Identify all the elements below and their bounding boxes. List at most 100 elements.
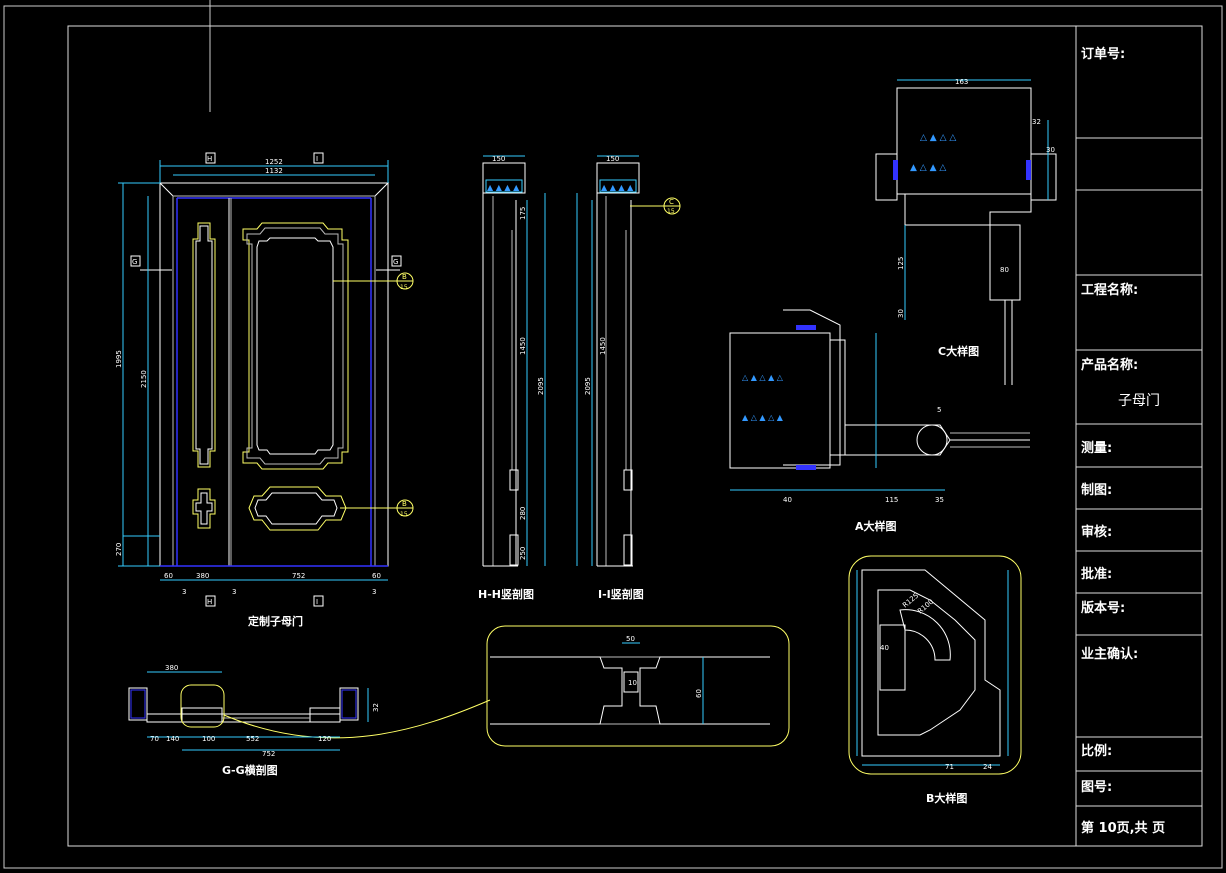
dim-b-40: 40 — [880, 644, 889, 652]
svg-text:▲ △ ▲ △: ▲ △ ▲ △ — [910, 163, 946, 173]
callout-c-sheet: 15 — [667, 208, 675, 215]
svg-text:△ ▲ △ ▲ △: △ ▲ △ ▲ △ — [742, 373, 784, 382]
review-label: 审核: — [1081, 524, 1112, 540]
dim-sec-g-top: 380 — [165, 664, 178, 672]
callout-b2-marker: B — [402, 500, 407, 508]
dim-sec-g-c: 100 — [202, 735, 215, 743]
dim-sec-h-mid: 1450 — [519, 337, 527, 355]
dim-sec-g-h: 32 — [372, 703, 380, 712]
dim-sec-g-a: 70 — [150, 735, 159, 743]
right-leaf-main-panel — [242, 222, 349, 470]
callout-b-marker: B — [402, 273, 407, 281]
version-label: 版本号: — [1081, 600, 1125, 616]
dim-door-gap-2: 3 — [232, 588, 236, 596]
drawing-by-label: 制图: — [1081, 482, 1112, 498]
dim-door-gap-3: 3 — [372, 588, 376, 596]
svg-text:H: H — [207, 155, 212, 163]
outer-frame — [3, 5, 1223, 869]
dim-sec-i-top: 150 — [606, 155, 619, 163]
right-leaf-lower-panel — [248, 486, 347, 531]
left-leaf-small-panel — [192, 488, 216, 529]
section-mark-i-top — [313, 152, 324, 164]
dim-zoom-b: 50 — [626, 635, 635, 643]
svg-text:I: I — [316, 155, 318, 163]
callout-b-sheet: 15 — [400, 284, 408, 291]
dim-door-inner-height: 1995 — [115, 350, 123, 368]
section-h-caption: H-H竖剖图 — [478, 587, 534, 601]
section-mark-g-right — [391, 255, 402, 267]
section-i-caption: I-I竖剖图 — [598, 587, 644, 601]
dim-zoom-a: 10 — [628, 679, 637, 687]
section-mark-h-bottom — [205, 595, 216, 607]
section-i-view: ▲ ▲ ▲ ▲ 150 1450 2095 C 15 I-I竖剖图 — [576, 155, 681, 601]
dim-b-r1: R125 — [901, 592, 920, 610]
scale-label: 比例: — [1081, 743, 1112, 759]
dim-sec-i-total: 2095 — [584, 377, 592, 395]
dim-sec-g-d: 120 — [318, 735, 331, 743]
section-g-view: 380 70 140 100 552 120 752 32 G-G横剖图 — [128, 664, 491, 777]
dim-c-width: 163 — [955, 78, 968, 86]
dim-c-h1: 32 — [1032, 118, 1041, 126]
dim-sec-g-mid: 552 — [246, 735, 259, 743]
approve-label: 批准: — [1081, 566, 1112, 582]
dim-door-left-leaf: 380 — [196, 572, 209, 580]
detail-a-caption: A大样图 — [855, 519, 897, 533]
dim-sec-i-mid: 1450 — [599, 337, 607, 355]
dim-c-h5: 30 — [897, 309, 905, 318]
door-elevation-caption: 定制子母门 — [248, 614, 303, 628]
left-leaf-panel — [192, 222, 216, 468]
dim-door-total-height: 2150 — [140, 370, 148, 388]
svg-text:G: G — [132, 258, 137, 266]
drawing-no-label: 图号: — [1081, 780, 1112, 795]
product-name-value: 子母门 — [1118, 393, 1160, 409]
page-number-label: 第 10页,共 页 — [1081, 820, 1165, 836]
section-g-caption: G-G横剖图 — [222, 763, 278, 777]
dim-door-inner-width: 1132 — [265, 167, 283, 175]
g-zoom-circle — [180, 684, 225, 728]
dim-sec-h-b: 280 — [519, 507, 527, 520]
dim-sec-g-total: 752 — [262, 750, 275, 758]
dim-door-bottom: 270 — [115, 543, 123, 556]
owner-confirm-label: 业主确认: — [1081, 646, 1138, 662]
detail-b-caption: B大样图 — [926, 791, 967, 805]
section-mark-i-bottom — [313, 595, 324, 607]
g-zoom-leader — [223, 699, 491, 739]
dim-door-total-width: 1252 — [265, 158, 283, 166]
zoom-detail-view: 50 10 60 — [486, 625, 790, 747]
dim-b-r2: R100 — [916, 598, 935, 616]
dim-sec-h-total: 2095 — [537, 377, 545, 395]
door-frame-outline — [159, 182, 389, 567]
svg-text:▲ ▲ ▲ ▲: ▲ ▲ ▲ ▲ — [487, 183, 520, 192]
dim-sec-h-c: 250 — [519, 547, 527, 560]
dim-a-115: 115 — [885, 496, 898, 504]
svg-text:▲ ▲ ▲ ▲: ▲ ▲ ▲ ▲ — [601, 183, 634, 192]
dim-door-side-b: 60 — [372, 572, 381, 580]
dim-a-40: 40 — [783, 496, 792, 504]
dim-a-35: 35 — [935, 496, 944, 504]
callout-b2-sheet: 15 — [400, 511, 408, 518]
dim-c-h4: 80 — [1000, 266, 1009, 274]
svg-text:I: I — [316, 598, 318, 606]
svg-text:▲ △ ▲ △ ▲: ▲ △ ▲ △ ▲ — [742, 413, 784, 422]
order-no-label: 订单号: — [1081, 46, 1125, 62]
detail-b-view: 71 24 R125 R100 40 B大样图 — [848, 555, 1022, 805]
detail-c-caption: C大样图 — [938, 344, 979, 358]
svg-text:G: G — [393, 258, 398, 266]
detail-a-view: △ ▲ △ ▲ △ ▲ △ ▲ △ ▲ 40 115 35 5 A大样图 — [729, 309, 1030, 533]
dim-b-24: 24 — [983, 763, 992, 771]
drawing-border — [67, 25, 1203, 847]
dim-sec-g-b: 140 — [166, 735, 179, 743]
dim-sec-h-a: 175 — [519, 207, 527, 220]
section-h-view: ▲ ▲ ▲ ▲ 150 175 1450 2095 280 250 H-H竖剖图 — [478, 155, 546, 601]
dim-zoom-c: 60 — [695, 689, 703, 698]
svg-text:△ ▲ △ △: △ ▲ △ △ — [920, 133, 956, 143]
dim-a-5: 5 — [937, 406, 941, 414]
dim-door-side-a: 60 — [164, 572, 173, 580]
dim-door-gap-1: 3 — [182, 588, 186, 596]
section-mark-g-left — [130, 255, 141, 267]
dim-c-h3: 125 — [897, 257, 905, 270]
title-block: 订单号: 工程名称: 产品名称: 子母门 测量: 制图: 审核: 批准: 版本号… — [1075, 26, 1202, 846]
dim-c-h2: 30 — [1046, 146, 1055, 154]
project-name-label: 工程名称: — [1081, 282, 1138, 298]
